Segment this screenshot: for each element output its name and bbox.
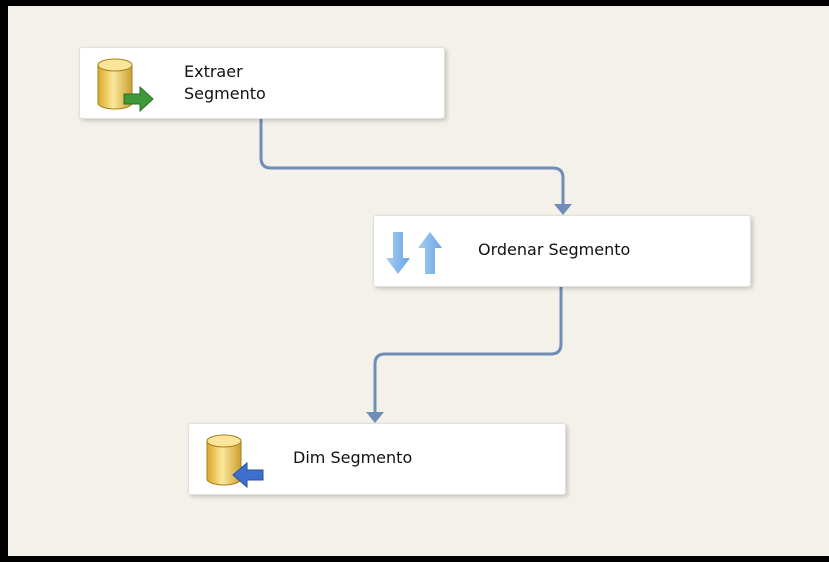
connector-arrowhead: [554, 204, 572, 215]
database-source-icon: [97, 58, 154, 112]
node-label: Extraer Segmento: [184, 62, 266, 103]
database-destination-icon: [206, 434, 264, 488]
destination-node-dim-segmento[interactable]: Dim Segmento: [188, 423, 566, 495]
node-label: Dim Segmento: [293, 448, 413, 467]
connector-sort-to-destination[interactable]: [373, 287, 563, 413]
connector-arrowhead: [366, 412, 384, 423]
transform-node-ordenar-segmento[interactable]: Ordenar Segmento: [373, 215, 751, 287]
connector-extract-to-sort[interactable]: [259, 119, 565, 205]
sort-arrows-icon: [386, 232, 442, 274]
node-label: Ordenar Segmento: [478, 240, 631, 259]
source-node-extraer-segmento[interactable]: Extraer Segmento: [79, 47, 445, 119]
data-flow-canvas[interactable]: Extraer Segmento Ordenar Segmento: [8, 6, 829, 556]
